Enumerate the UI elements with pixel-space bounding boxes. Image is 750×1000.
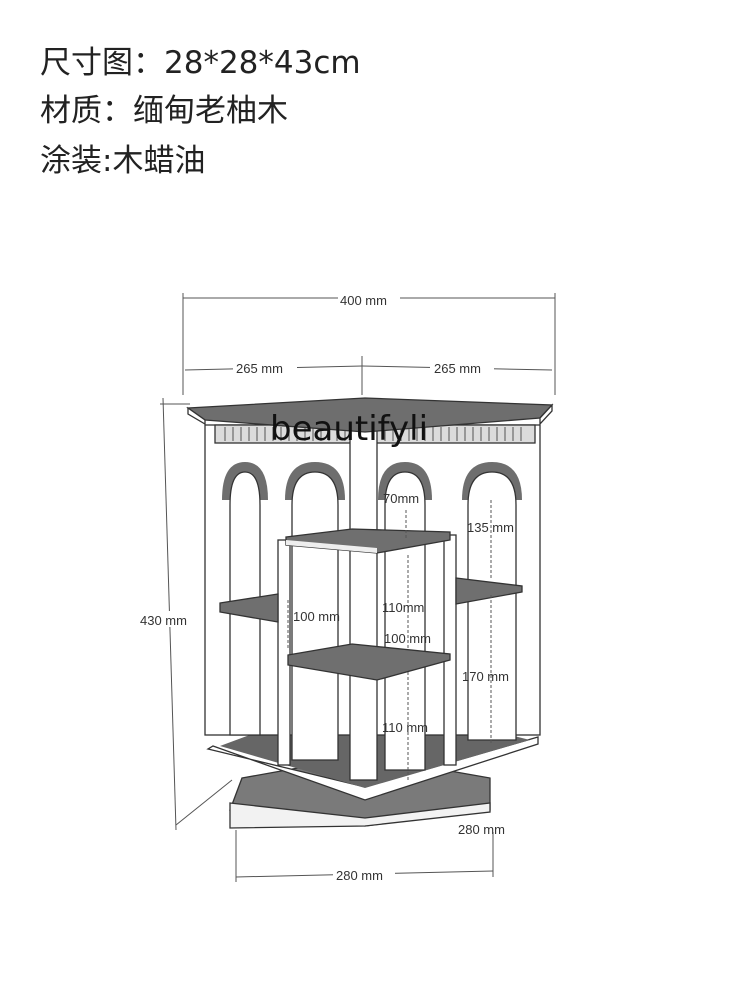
- dim-top-gap: 70mm: [383, 491, 419, 506]
- dim-base-depth: 280 mm: [458, 822, 505, 837]
- watermark-text: beautifyli: [270, 409, 428, 449]
- top-panel: [186, 397, 554, 433]
- dim-mid-gap2: 100 mm: [384, 631, 431, 646]
- dim-left-shelf: 100 mm: [293, 609, 340, 624]
- spec-material: 材质：缅甸老柚木: [40, 93, 288, 129]
- center-pillar: [349, 419, 378, 781]
- dim-base-width: 280 mm: [336, 868, 383, 883]
- dim-bottom-gap: 110 mm: [382, 720, 428, 735]
- dim-total-width: 400 mm: [340, 293, 387, 308]
- spec-size: 尺寸图：28*28*43cm: [40, 45, 361, 81]
- dim-right-top: 135 mm: [467, 520, 514, 535]
- spec-finish: 涂装:木蜡油: [40, 143, 206, 179]
- dim-height: 430 mm: [140, 613, 187, 628]
- dim-mid-gap: 110mm: [382, 600, 424, 615]
- dim-right-width: 265 mm: [434, 361, 481, 376]
- right-pillar: [443, 534, 457, 766]
- dim-right-bottom: 170 mm: [462, 669, 509, 684]
- shelves: [219, 528, 523, 681]
- dim-left-width: 265 mm: [236, 361, 283, 376]
- dimension-labels: 400 mm 265 mm 265 mm 430 mm 70mm 135 mm …: [138, 291, 514, 883]
- left-pillar: [277, 539, 291, 766]
